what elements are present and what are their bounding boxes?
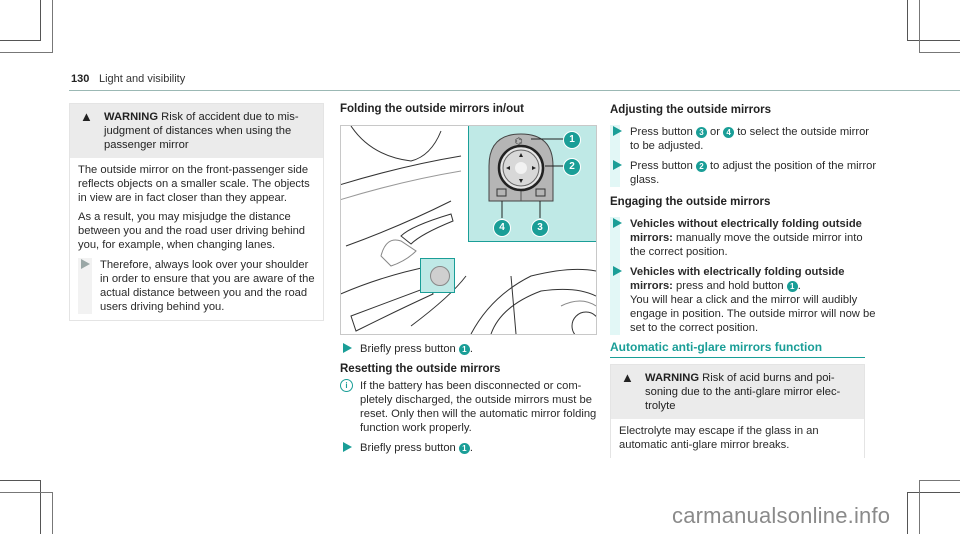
warning-title: Risk of acid burns and poi­soning due to… bbox=[645, 372, 841, 412]
warning-triangle-icon: ▲ bbox=[80, 109, 93, 124]
warning-body: The outside mirror on the front-passenge… bbox=[70, 158, 323, 320]
info-text: If the battery has been disconnected or … bbox=[360, 380, 597, 434]
info-note: i If the battery has been disconnected o… bbox=[340, 379, 600, 435]
middle-column-text: Briefly press button 1. Resetting the ou… bbox=[340, 342, 600, 455]
engage-step-2: Vehicles with electrically folding outsi… bbox=[610, 265, 880, 335]
crop-mark-bottom-right bbox=[907, 492, 960, 534]
warning-step: Therefore, always look over your shoul­d… bbox=[78, 258, 315, 314]
warning-box-anti-glare: ▲ WARNING Risk of acid burns and poi­son… bbox=[610, 364, 865, 458]
door-panel-illustration bbox=[341, 126, 596, 334]
engage-step-1: Vehicles without electrically folding ou… bbox=[610, 217, 880, 259]
warning-triangle-icon: ▲ bbox=[621, 370, 634, 385]
engage-note: You will hear a click and the mirror wil… bbox=[630, 294, 876, 334]
crop-mark-top-right bbox=[907, 0, 960, 41]
right-column: Adjusting the outside mirrors Press butt… bbox=[610, 103, 880, 335]
engage-steps: Vehicles without electrically folding ou… bbox=[610, 217, 880, 335]
step-text: Therefore, always look over your shoul­d… bbox=[100, 259, 315, 313]
step-arrow-icon bbox=[613, 126, 622, 136]
page-number: 130 bbox=[71, 73, 90, 85]
step-briefly-press: Briefly press button 1. bbox=[340, 342, 600, 356]
button-ref: 3 bbox=[695, 127, 707, 138]
mirror-switch-inset: ⌬ 1 2 4 3 bbox=[468, 126, 596, 242]
svg-text:⌬: ⌬ bbox=[515, 137, 523, 147]
adjust-step-1: Press button 3 or 4 to select the outsid… bbox=[610, 125, 880, 153]
warning-header: ▲ WARNING Risk of accident due to mis­ju… bbox=[70, 104, 323, 158]
button-ref: 1 bbox=[458, 443, 470, 454]
warning-header: ▲ WARNING Risk of acid burns and poi­son… bbox=[611, 365, 864, 419]
heading-engaging-mirrors: Engaging the outside mirrors bbox=[610, 196, 771, 208]
step-arrow-icon bbox=[613, 266, 622, 276]
crop-mark-bottom-left bbox=[0, 480, 41, 534]
warning-label: WARNING bbox=[645, 372, 700, 384]
warning-paragraph: The outside mirror on the front-passenge… bbox=[78, 164, 310, 204]
callout-2: 2 bbox=[563, 158, 581, 176]
callout-1: 1 bbox=[563, 131, 581, 149]
callout-4: 4 bbox=[493, 219, 511, 237]
info-icon: i bbox=[340, 379, 353, 392]
step-briefly-press-2: Briefly press button 1. bbox=[340, 441, 600, 455]
step-arrow-icon bbox=[613, 160, 622, 170]
heading-folding-mirrors: Folding the outside mirrors in/out bbox=[340, 103, 524, 115]
heading-adjusting-mirrors: Adjusting the outside mirrors bbox=[610, 104, 772, 116]
page-header: 130 Light and visibility bbox=[69, 70, 960, 91]
step-arrow-icon bbox=[613, 218, 622, 228]
button-ref: 1 bbox=[458, 344, 470, 355]
crop-mark-bottom-right-outer bbox=[919, 480, 960, 534]
section-title: Light and visibility bbox=[99, 73, 186, 85]
watermark: carmanualsonline.info bbox=[672, 503, 891, 528]
heading-resetting-mirrors: Resetting the outside mirrors bbox=[340, 363, 501, 375]
step-arrow-icon bbox=[343, 442, 352, 452]
button-ref: 1 bbox=[786, 281, 798, 292]
warning-paragraph: As a result, you may misjudge the distan… bbox=[78, 211, 306, 251]
callout-3: 3 bbox=[531, 219, 549, 237]
heading-anti-glare: Automatic anti-glare mirrors function bbox=[610, 340, 865, 358]
mirror-control-figure: ⌬ 1 2 4 3 bbox=[340, 125, 597, 335]
step-arrow-icon bbox=[343, 343, 352, 353]
step-bar bbox=[78, 258, 92, 314]
adjust-step-2: Press button 2 to adjust the position of… bbox=[610, 159, 880, 187]
switch-location-highlight bbox=[420, 258, 455, 293]
crop-mark-bottom-left-outer bbox=[0, 492, 53, 534]
step-arrow-icon bbox=[81, 259, 90, 269]
button-ref: 4 bbox=[723, 127, 735, 138]
adjust-steps: Press button 3 or 4 to select the outsid… bbox=[610, 125, 880, 187]
mirror-switch-diagram: ⌬ bbox=[488, 133, 565, 218]
warning-box-passenger-mirror: ▲ WARNING Risk of accident due to mis­ju… bbox=[69, 103, 324, 321]
crop-mark-top-left bbox=[0, 0, 41, 41]
warning-label: WARNING bbox=[104, 111, 159, 123]
button-ref: 2 bbox=[695, 161, 707, 172]
crop-mark-top-right-outer bbox=[919, 0, 960, 53]
crop-mark-top-left-outer bbox=[0, 0, 53, 53]
warning-body: Electrolyte may escape if the glass in a… bbox=[619, 425, 819, 451]
warning-title: Risk of accident due to mis­judgment of … bbox=[104, 111, 299, 151]
